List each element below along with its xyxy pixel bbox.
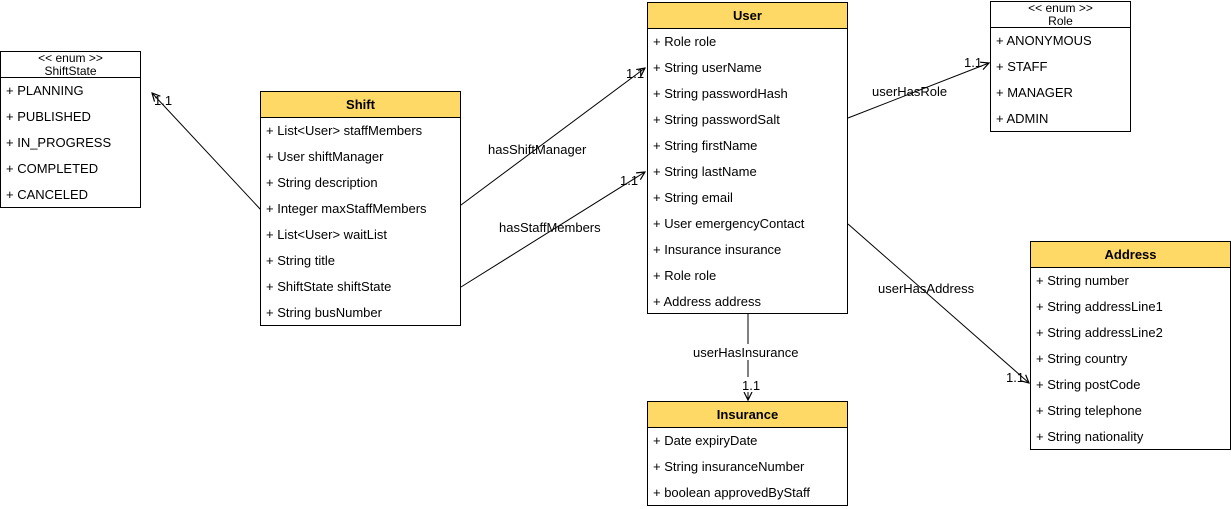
edge-has-shift-manager <box>460 68 645 206</box>
mult-has-staff-members: 1.1 <box>620 173 638 188</box>
mult-shift-shiftstate: 1.1 <box>154 93 172 108</box>
role-name: Role <box>1048 14 1073 28</box>
role-enum-box[interactable]: << enum >> Role + ANONYMOUS + STAFF + MA… <box>990 1 1131 132</box>
shiftstate-value: + PLANNING <box>6 83 84 98</box>
shift-attribute: + ShiftState shiftState <box>266 279 392 294</box>
label-has-shift-manager: hasShiftManager <box>488 142 587 157</box>
shiftstate-name: ShiftState <box>44 64 97 78</box>
insurance-attribute: + Date expiryDate <box>653 433 758 448</box>
role-value: + STAFF <box>996 59 1048 74</box>
edge-user-has-address <box>847 223 1029 383</box>
insurance-class-name: Insurance <box>648 402 847 428</box>
address-attribute: + String nationality <box>1036 429 1144 444</box>
user-attribute: + String email <box>653 190 733 205</box>
shift-attribute: + User shiftManager <box>266 149 384 164</box>
address-attribute: + String addressLine1 <box>1036 299 1163 314</box>
user-attribute: + String passwordSalt <box>653 112 780 127</box>
shiftstate-value: + IN_PROGRESS <box>6 135 112 150</box>
insurance-attribute: + boolean approvedByStaff <box>653 485 810 500</box>
shiftstate-enum-header: << enum >> ShiftState <box>1 52 140 78</box>
shift-class-name: Shift <box>261 92 460 118</box>
shift-class-box[interactable]: Shift + List<User> staffMembers + User s… <box>260 91 461 326</box>
label-has-staff-members: hasStaffMembers <box>499 220 601 235</box>
address-class-box[interactable]: Address + String number + String address… <box>1030 241 1231 450</box>
edge-user-has-role <box>847 63 989 119</box>
role-stereotype: << enum >> <box>1028 1 1093 15</box>
role-value: + ADMIN <box>996 111 1049 126</box>
user-attribute: + String userName <box>653 60 762 75</box>
edge-shift-shiftstate <box>152 93 262 211</box>
mult-user-has-address: 1.1 <box>1006 370 1024 385</box>
user-class-name: User <box>648 3 847 29</box>
address-attribute: + String country <box>1036 351 1128 366</box>
mult-user-has-role: 1.1 <box>964 55 982 70</box>
shiftstate-value: + PUBLISHED <box>6 109 91 124</box>
shift-attribute: + List<User> waitList <box>266 227 388 242</box>
user-attribute: + String lastName <box>653 164 757 179</box>
mult-user-has-insurance: 1.1 <box>742 378 760 393</box>
label-user-has-role: userHasRole <box>872 84 947 99</box>
edge-has-staff-members <box>460 172 645 288</box>
address-attribute: + String addressLine2 <box>1036 325 1163 340</box>
role-value: + MANAGER <box>996 85 1073 100</box>
label-user-has-insurance: userHasInsurance <box>693 345 799 360</box>
insurance-attribute: + String insuranceNumber <box>653 459 805 474</box>
role-value: + ANONYMOUS <box>996 33 1092 48</box>
user-attribute: + Address address <box>653 294 762 309</box>
mult-has-shift-manager: 1.1 <box>626 66 644 81</box>
shiftstate-value: + CANCELED <box>6 187 88 202</box>
user-attribute: + User emergencyContact <box>653 216 805 231</box>
address-attribute: + String postCode <box>1036 377 1141 392</box>
shift-attribute: + String title <box>266 253 336 268</box>
shift-attribute: + List<User> staffMembers <box>266 123 423 138</box>
shift-attribute: + Integer maxStaffMembers <box>266 201 427 216</box>
user-attribute: + Role role <box>653 268 717 283</box>
label-user-has-address: userHasAddress <box>878 281 975 296</box>
user-class-box[interactable]: User + Role role + String userName + Str… <box>647 2 848 314</box>
user-attribute: + String passwordHash <box>653 86 788 101</box>
address-attribute: + String number <box>1036 273 1129 288</box>
shift-attribute: + String description <box>266 175 378 190</box>
address-class-name: Address <box>1031 242 1230 268</box>
role-enum-header: << enum >> Role <box>991 2 1130 28</box>
address-attribute: + String telephone <box>1036 403 1142 418</box>
user-attribute: + Insurance insurance <box>653 242 782 257</box>
shift-attribute: + String busNumber <box>266 305 382 320</box>
shiftstate-value: + COMPLETED <box>6 161 99 176</box>
user-attribute: + String firstName <box>653 138 758 153</box>
insurance-class-box[interactable]: Insurance + Date expiryDate + String ins… <box>647 401 848 506</box>
user-attribute: + Role role <box>653 34 717 49</box>
shiftstate-enum-box[interactable]: << enum >> ShiftState + PLANNING + PUBLI… <box>0 51 141 208</box>
shiftstate-stereotype: << enum >> <box>38 51 103 65</box>
